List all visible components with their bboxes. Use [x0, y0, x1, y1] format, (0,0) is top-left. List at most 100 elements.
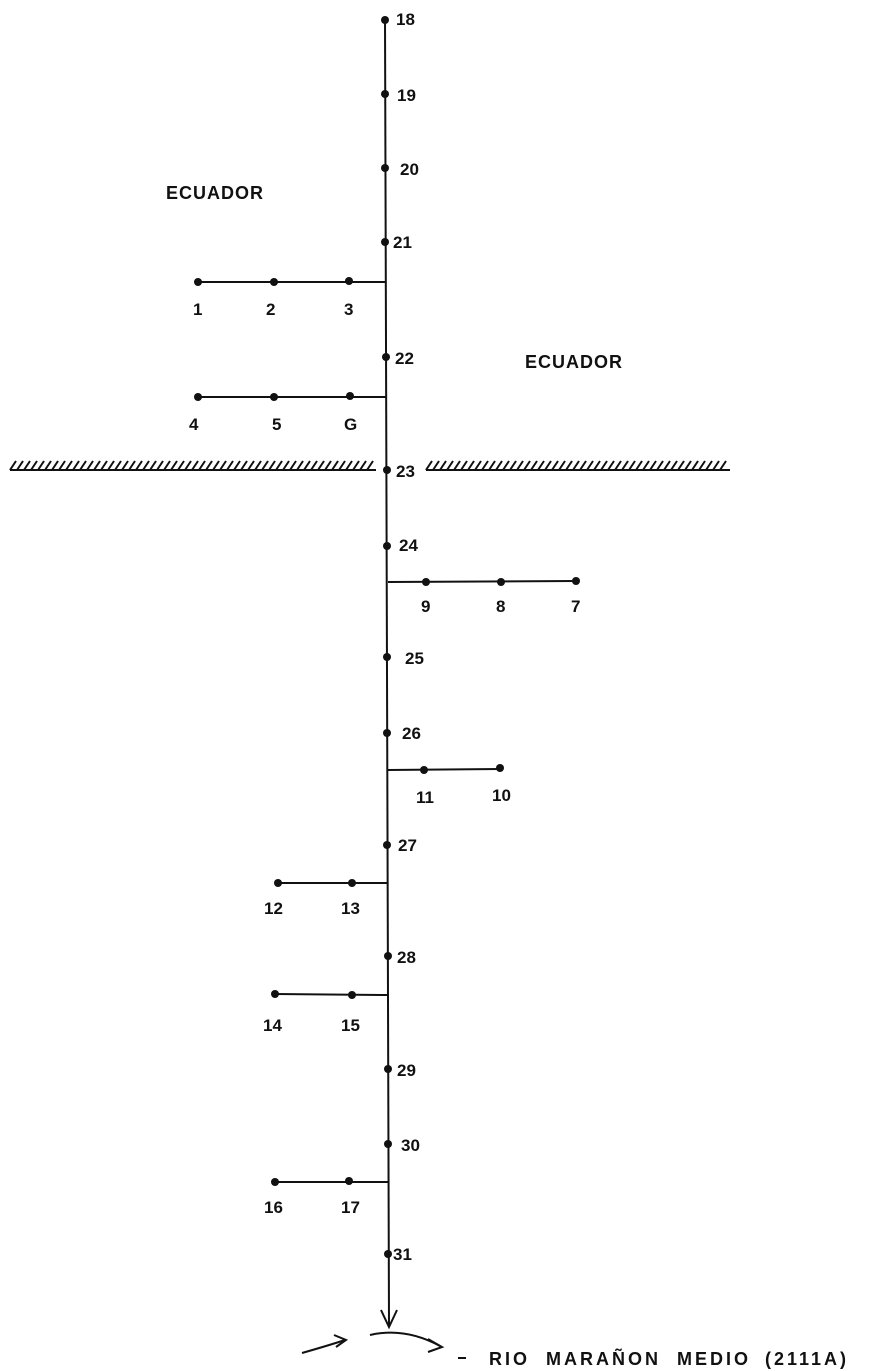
node-dot	[496, 764, 504, 772]
hatch-mark	[37, 460, 45, 471]
node-dot	[194, 393, 202, 401]
hatch-mark	[177, 460, 185, 471]
hatch-mark	[684, 460, 692, 471]
hatch-mark	[163, 460, 171, 471]
node-dot	[382, 353, 390, 361]
hatch-mark	[226, 460, 234, 471]
main-channel-line	[384, 17, 390, 1326]
hatch-mark	[614, 460, 622, 471]
hatch-mark	[100, 460, 108, 471]
branch-7: 16 17	[264, 1177, 360, 1217]
hatch-mark	[621, 460, 629, 471]
hatch-mark	[198, 460, 206, 471]
node-label: 19	[397, 86, 416, 105]
outlet-river-name: RIO MARAÑON MEDIO	[489, 1348, 751, 1369]
hatch-mark	[338, 460, 346, 471]
node-label: 28	[397, 948, 416, 967]
node-label: 10	[492, 786, 511, 805]
region-label-right: ECUADOR	[525, 352, 623, 372]
node-dot	[420, 766, 428, 774]
boundary-line	[9, 460, 730, 471]
hatch-mark	[72, 460, 80, 471]
boundary-hatching-right	[425, 460, 727, 471]
branch-5: 12 13	[264, 879, 360, 918]
branch-4: 11 10	[416, 764, 511, 807]
receiving-river-curve	[301, 1339, 346, 1354]
hatch-mark	[121, 460, 129, 471]
hatch-mark	[642, 460, 650, 471]
node-dot	[270, 278, 278, 286]
branch-line-6	[274, 993, 389, 996]
node-label: 2	[266, 300, 275, 319]
hatch-mark	[593, 460, 601, 471]
node-label: 3	[344, 300, 353, 319]
hatch-mark	[44, 460, 52, 471]
node-dot	[271, 990, 279, 998]
hatch-mark	[240, 460, 248, 471]
hatch-mark	[523, 460, 531, 471]
hatch-mark	[474, 460, 482, 471]
hatch-mark	[677, 460, 685, 471]
node-label: G	[344, 415, 357, 434]
node-dot	[384, 1250, 392, 1258]
hatch-mark	[705, 460, 713, 471]
hatch-mark	[296, 460, 304, 471]
node-dot	[194, 278, 202, 286]
receiving-river-arrow-right	[427, 1338, 445, 1353]
node-dot	[422, 578, 430, 586]
hatch-mark	[656, 460, 664, 471]
hatch-mark	[635, 460, 643, 471]
node-dot	[381, 16, 389, 24]
hatch-mark	[446, 460, 454, 471]
hatch-mark	[303, 460, 311, 471]
flow-arrow-head	[380, 1309, 398, 1330]
node-label: 20	[400, 160, 419, 179]
node-label: 7	[571, 597, 580, 616]
node-label: 17	[341, 1198, 360, 1217]
branch-line-3	[387, 580, 577, 583]
node-label: 15	[341, 1016, 360, 1035]
receiving-river-arrow-left	[333, 1334, 349, 1348]
hatch-mark	[16, 460, 24, 471]
node-label: 24	[399, 536, 418, 555]
node-dot	[348, 879, 356, 887]
hatch-mark	[184, 460, 192, 471]
hatch-mark	[289, 460, 297, 471]
branch-1: 1 2 3	[193, 277, 353, 319]
hatch-mark	[128, 460, 136, 471]
hatch-mark	[191, 460, 199, 471]
branch-line-4	[387, 768, 501, 771]
node-dot	[381, 90, 389, 98]
main-channel-labels: 18 19 20 21 22 23 24 25 26 27 28 29 30 3…	[393, 10, 424, 1264]
node-label: 29	[397, 1061, 416, 1080]
node-label: 26	[402, 724, 421, 743]
hatch-mark	[544, 460, 552, 471]
hatch-mark	[156, 460, 164, 471]
node-label: 14	[263, 1016, 282, 1035]
hatch-mark	[51, 460, 59, 471]
hatch-mark	[530, 460, 538, 471]
hatch-mark	[502, 460, 510, 471]
hatch-mark	[324, 460, 332, 471]
node-label: 21	[393, 233, 412, 252]
hatch-mark	[572, 460, 580, 471]
hatch-mark	[439, 460, 447, 471]
node-dot	[345, 277, 353, 285]
hatch-mark	[663, 460, 671, 471]
node-label: 18	[396, 10, 415, 29]
hatch-mark	[509, 460, 517, 471]
hatch-mark	[551, 460, 559, 471]
hatch-mark	[719, 460, 727, 471]
hatch-mark	[649, 460, 657, 471]
node-dot	[383, 542, 391, 550]
hatch-mark	[58, 460, 66, 471]
node-dot	[383, 653, 391, 661]
node-label: 5	[272, 415, 281, 434]
hatch-mark	[9, 460, 17, 471]
node-dot	[271, 1178, 279, 1186]
node-dot	[497, 578, 505, 586]
hatch-mark	[247, 460, 255, 471]
hatch-mark	[712, 460, 720, 471]
node-label: 13	[341, 899, 360, 918]
